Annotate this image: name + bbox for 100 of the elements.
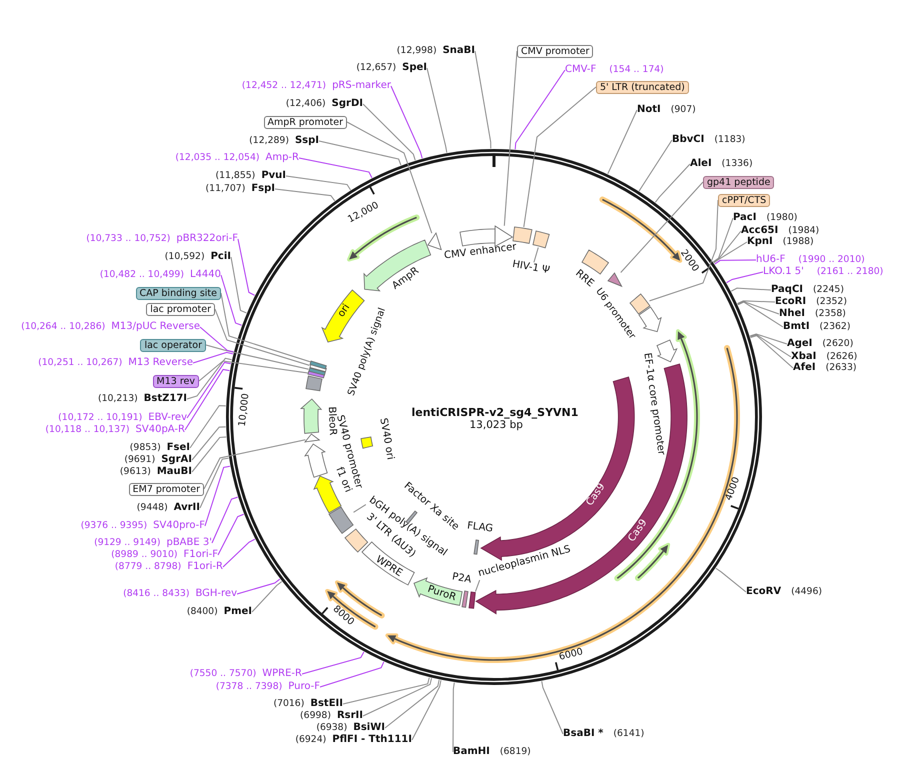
leader-line [533, 246, 539, 263]
enzyme-name: AleI [690, 158, 712, 170]
primer-range: (7550 .. 7570) [190, 668, 256, 680]
leader-line [204, 466, 231, 526]
leader-line [342, 677, 430, 704]
leader-line [286, 176, 352, 191]
leader-line [190, 405, 226, 448]
feature-tag: M13 rev [152, 374, 199, 388]
primer-name: CMV-F [565, 64, 596, 76]
primer-name: hU6-F [756, 254, 786, 266]
enzyme-name: BamHI [453, 746, 490, 758]
cut-position: (6938) [316, 722, 348, 734]
primer-name: F1ori-R [187, 561, 223, 573]
leader-line [712, 218, 734, 262]
cut-position: (6819) [500, 746, 531, 758]
leader-line [200, 326, 234, 352]
enzyme-name: PaqCI [771, 284, 804, 296]
feature-tag: CAP binding site [136, 286, 221, 300]
leader-line [214, 308, 310, 366]
enzyme-name: AfeI [793, 362, 816, 374]
directional-block [608, 272, 622, 286]
leader-line [412, 680, 442, 740]
primer-name: SV40pro-F [153, 520, 205, 532]
cut-position: (9853) [130, 442, 161, 454]
directional-block [301, 399, 322, 434]
cut-position: (4496) [791, 586, 822, 598]
leader-line [737, 302, 784, 328]
leader-line [230, 256, 247, 314]
feature-label: EF-1α core promoter [640, 352, 666, 456]
primer-name: pBR322ori-F [176, 233, 238, 245]
feature-block [344, 529, 368, 552]
feature-label: HIV-1 Ψ [511, 258, 550, 278]
leader-line [384, 679, 440, 728]
cut-position: (7016) [273, 698, 304, 710]
leader-line [620, 182, 704, 273]
leader-line [186, 362, 232, 418]
leader-line [192, 352, 234, 364]
leader-line [204, 439, 306, 490]
cut-position: (12,406) [286, 98, 326, 110]
primer-range: (10,264 .. 10,286) [21, 321, 106, 333]
leader-line [750, 334, 792, 358]
leader-line [730, 288, 772, 292]
feature-block [406, 510, 417, 524]
primer-name: pBABE 3' [166, 537, 212, 549]
enzyme-name: SpeI [402, 62, 427, 74]
feature-block [310, 360, 327, 368]
enzyme-name: XbaI [791, 351, 816, 362]
leader-line [736, 300, 776, 304]
leader-line [714, 260, 756, 265]
enzyme-name: SgrAI [161, 454, 192, 466]
cut-position: (9691) [124, 454, 156, 466]
leader-line [390, 86, 423, 159]
leader-line [654, 164, 690, 203]
primer-name: BGH-rev [195, 588, 237, 600]
cut-position: (6924) [295, 734, 326, 746]
cut-position: (1988) [782, 236, 814, 248]
leader-line [452, 682, 455, 752]
cut-position: (2245) [813, 284, 844, 296]
primer-name: M13 Reverse [128, 357, 193, 369]
cut-position: (2352) [816, 296, 847, 308]
leader-line [192, 426, 226, 460]
leader-line [737, 301, 780, 314]
primer-range: (8779 .. 8798) [114, 561, 182, 573]
feature-tag: 5' LTR (truncated) [596, 80, 689, 94]
feature-block [329, 506, 354, 534]
leader-line [523, 86, 596, 228]
directional-block [428, 233, 442, 250]
plasmid-name: lentiCRISPR-v2_sg4_SYVN1 [412, 407, 578, 419]
feature-label: P2A [450, 571, 472, 586]
enzyme-name: EcoRV [746, 586, 782, 598]
enzyme-name: NotI [637, 104, 661, 116]
tick-label: 6000 [558, 646, 584, 662]
primer-range: (10,251 .. 10,267) [38, 357, 122, 369]
cut-position: (12,657) [356, 62, 396, 74]
leader-line [298, 158, 372, 178]
primer-range: (9129 .. 9149) [94, 537, 160, 549]
directional-block [305, 434, 320, 442]
cut-position: (2358) [815, 308, 846, 320]
enzyme-name: BstZ17I [144, 393, 187, 405]
primer-range: (8416 .. 8433) [123, 588, 190, 600]
enzyme-name: PacI [733, 212, 756, 224]
feature-block [360, 436, 372, 448]
leader-line [426, 68, 448, 154]
cut-position: (10,592) [164, 251, 205, 263]
leader-line [218, 514, 244, 556]
enzyme-name: MauBI [156, 466, 192, 478]
leader-line [750, 335, 794, 368]
enzyme-name: KpnI [747, 236, 773, 248]
primer-name: M13/pUC Reverse [111, 321, 200, 333]
enzyme-name: BsiWI [353, 722, 385, 734]
feature-tag: cPPT/CTS [718, 194, 770, 206]
leader-line [749, 333, 788, 344]
primer-name: EBV-rev [148, 412, 187, 424]
enzyme-name: EcoRI [775, 296, 806, 308]
feature-tag: EM7 promoter [128, 482, 204, 496]
leader-line [222, 538, 256, 568]
primer-range: (10,172 .. 10,191) [58, 412, 142, 424]
feature-tag: lac operator [140, 338, 206, 352]
primer-range: (154 .. 174) [609, 64, 664, 76]
primer-range: (9376 .. 9395) [80, 520, 148, 532]
